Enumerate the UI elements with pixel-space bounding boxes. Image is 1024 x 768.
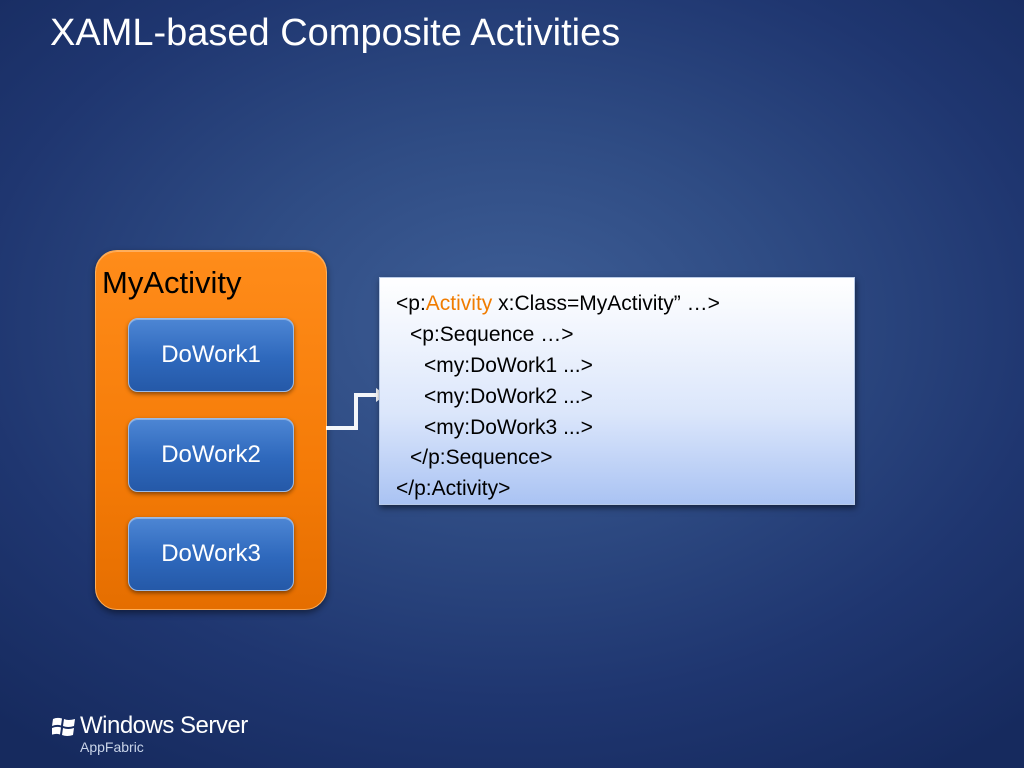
code-line-activity-close: </p:Activity> <box>396 477 511 500</box>
logo-subtext: AppFabric <box>80 739 144 755</box>
activity-box-dowork1: DoWork1 <box>128 318 294 392</box>
xaml-code-box: <p:Activity x:Class=MyActivity” …> <p:Se… <box>379 277 855 505</box>
code-line-sequence-close: </p:Sequence> <box>410 446 553 469</box>
logo-text: Windows Server <box>80 712 248 739</box>
myactivity-container: MyActivity DoWork1 DoWork2 DoWork3 <box>95 250 327 610</box>
code-line-sequence-open: <p:Sequence …> <box>410 323 574 346</box>
activity-box-dowork3: DoWork3 <box>128 517 294 591</box>
code-line-dowork3: <my:DoWork3 ...> <box>424 416 593 439</box>
container-title: MyActivity <box>102 265 242 300</box>
windows-flag-icon <box>52 717 75 736</box>
activity-box-dowork2: DoWork2 <box>128 418 294 492</box>
code-line-dowork1: <my:DoWork1 ...> <box>424 354 593 377</box>
code-line-dowork2: <my:DoWork2 ...> <box>424 385 593 408</box>
windows-server-logo: Windows Server AppFabric <box>50 712 270 762</box>
activity-keyword: Activity <box>425 292 493 315</box>
code-line-activity-open: <p:Activity x:Class=MyActivity” …> <box>396 292 720 315</box>
slide-title: XAML-based Composite Activities <box>50 12 621 54</box>
